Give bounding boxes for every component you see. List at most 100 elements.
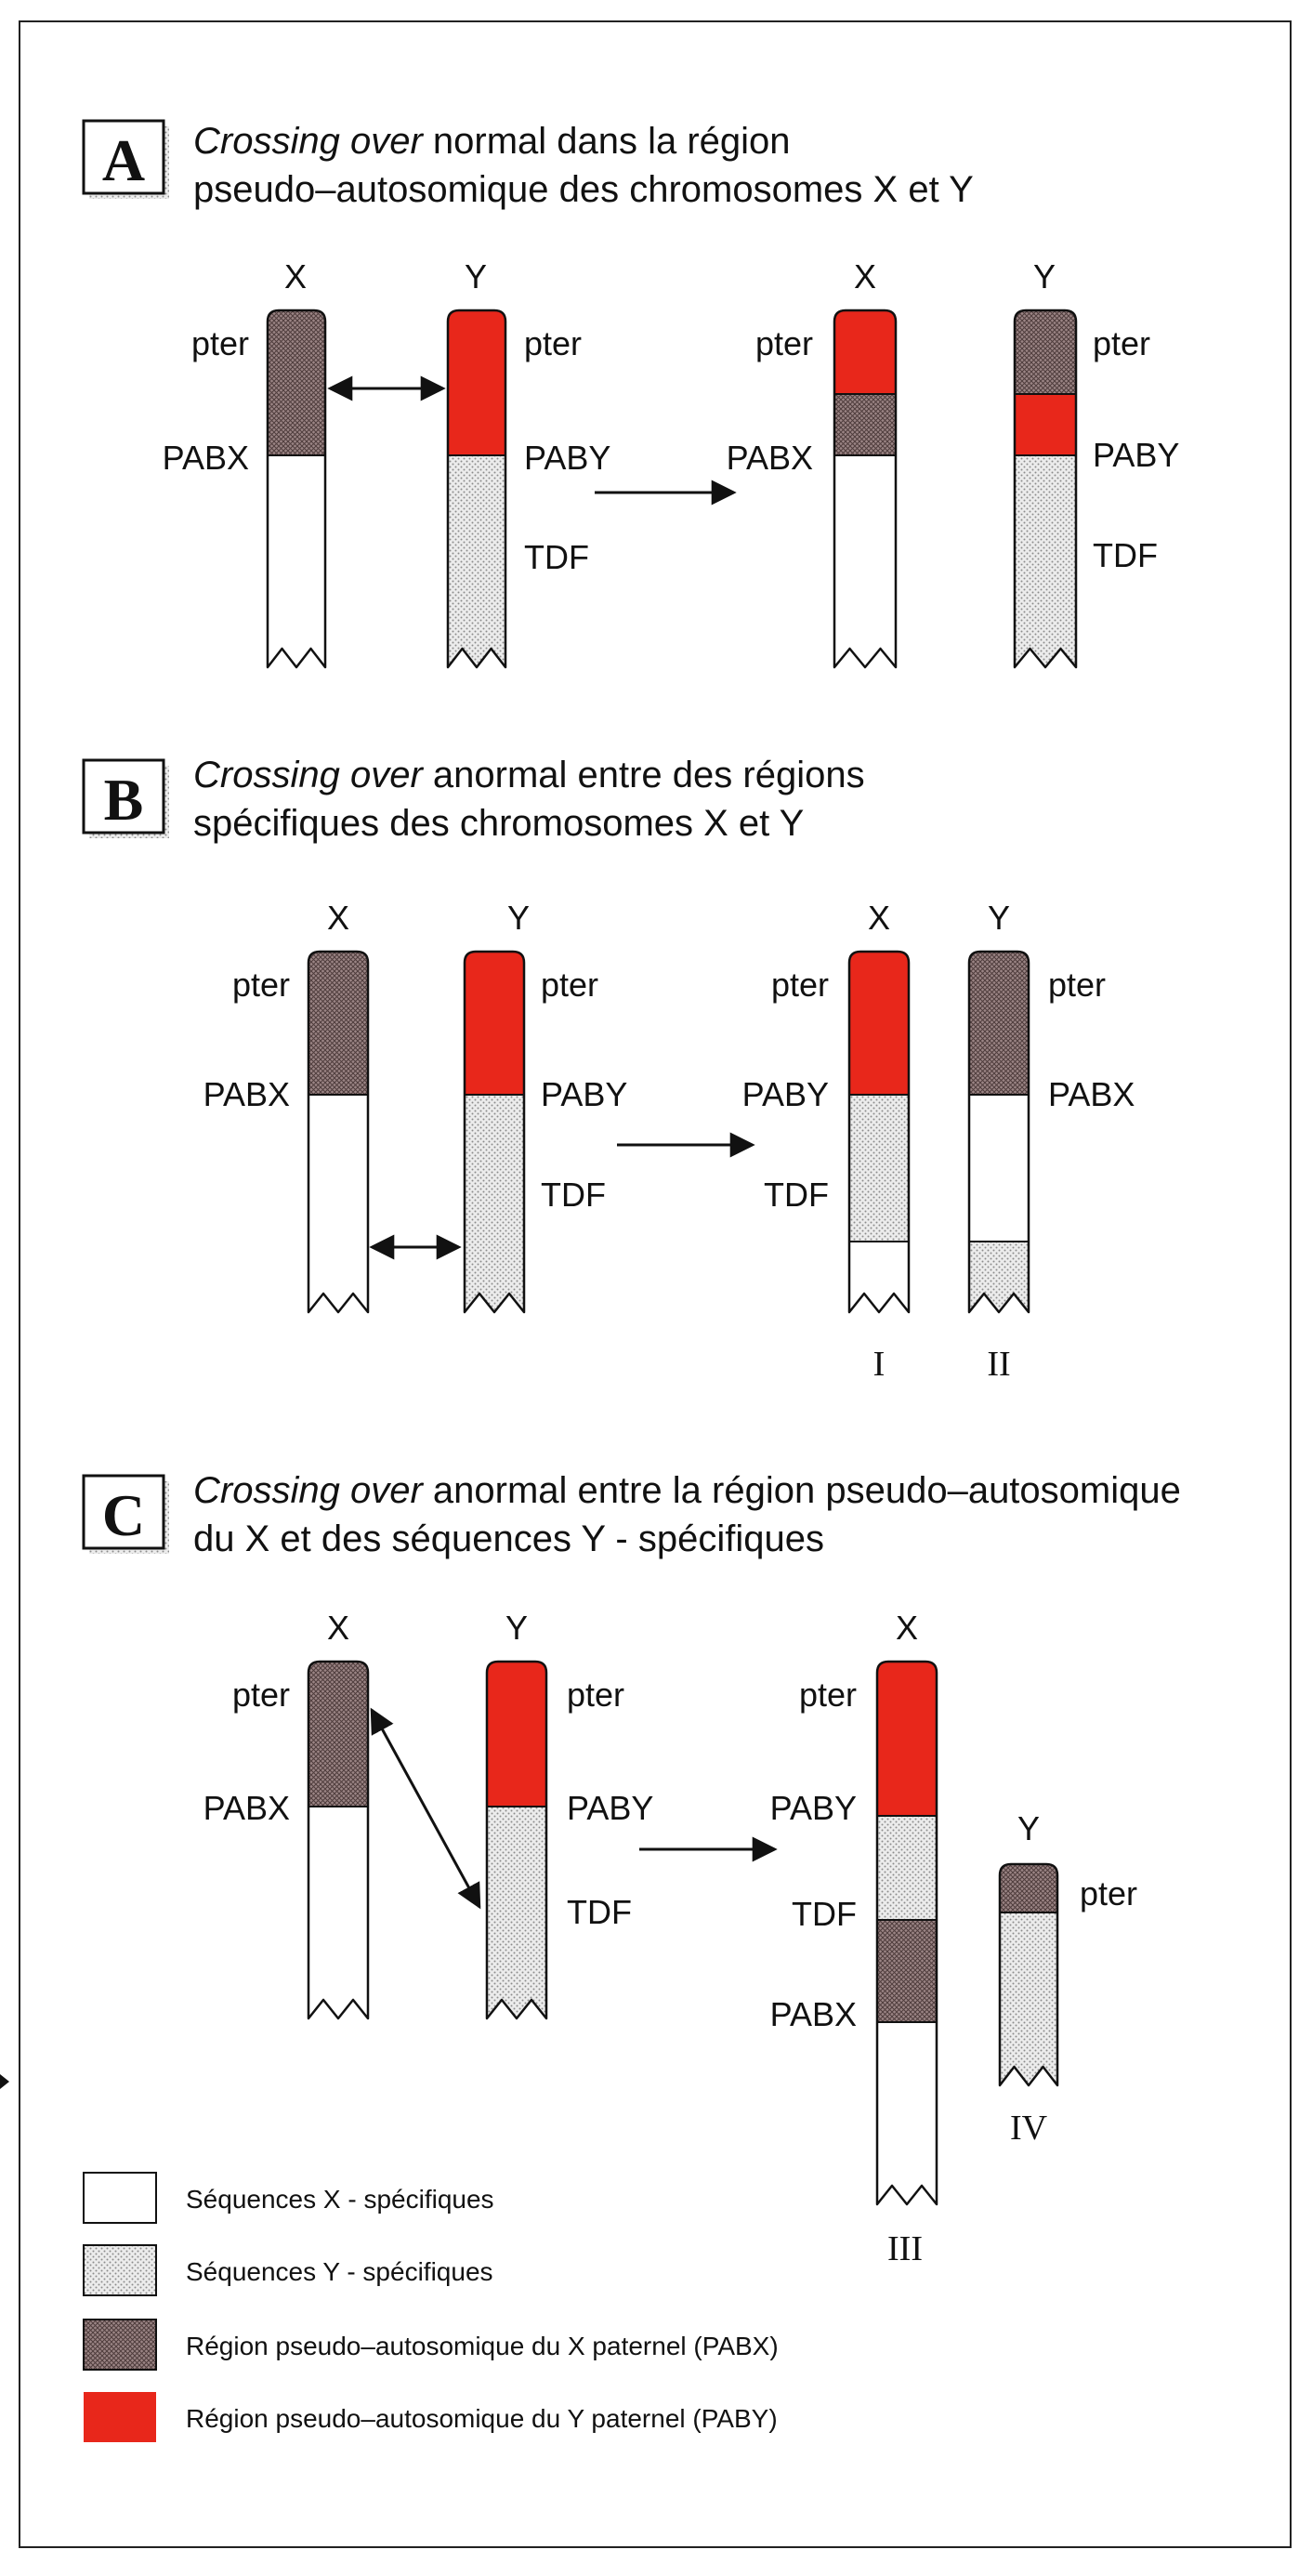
section-c-result-pabx-iii: PABX	[770, 1995, 857, 2033]
section-a-chromosome-x	[266, 309, 327, 669]
section-c-chromosome-x-segment-hatch	[308, 1662, 368, 1807]
legend-swatch-x-specific	[83, 2172, 157, 2224]
section-b-pter-x: pter	[232, 966, 290, 1004]
section-a-chromosome-y-segment-red	[448, 310, 505, 455]
section-b-x-label-left: X	[327, 899, 349, 937]
section-b-badge-letter: B	[104, 767, 144, 833]
section-a-result-pter-y: pter	[1093, 324, 1150, 362]
section-a-chromosome-x-outline	[266, 309, 327, 669]
section-c-chromosome-y-segment-red	[487, 1662, 546, 1807]
section-c-chromosome-x	[307, 1660, 370, 2020]
section-b-tdf-y: TDF	[541, 1176, 606, 1214]
section-b-result-pter-i: pter	[771, 966, 829, 1004]
section-c-tdf-y: TDF	[567, 1893, 632, 1931]
section-a-result-x	[833, 309, 898, 669]
legend-swatch-pabx-hatch	[83, 2319, 157, 2371]
section-b-chromosome-y-segment-dots	[465, 1095, 524, 1312]
section-b-product-i-label: I	[873, 1345, 886, 1384]
section-b-chromosome-x-segment-hatch	[308, 952, 368, 1095]
section-b-result-paby-i: PABY	[742, 1075, 829, 1113]
section-c-result-iii-outline	[875, 1660, 938, 2206]
section-a-result-x-segment-hatch	[834, 394, 896, 455]
section-a-result-x-segment-red	[834, 310, 896, 394]
section-a-title: Crossing over normal dans la région pseu…	[193, 117, 974, 214]
section-a-badge-box	[82, 119, 165, 195]
legend-swatch-paby-red	[84, 2392, 156, 2442]
section-a-chromosome-x-segment-hatch	[268, 310, 325, 455]
section-c-result-pter-iii: pter	[799, 1676, 857, 1714]
section-c-result-pter-iv: pter	[1080, 1874, 1137, 1912]
section-c-title-italic: Crossing over	[193, 1470, 423, 1511]
section-a-result-y-segment-hatch	[1015, 310, 1076, 394]
section-b-result-ii-segment-hatch	[969, 952, 1029, 1095]
section-a-result-y	[1013, 309, 1078, 669]
section-b-chromosome-x-segment-white	[308, 1095, 368, 1312]
section-a-result-paby-y: PABY	[1093, 436, 1179, 474]
section-c-pter-y: pter	[567, 1676, 624, 1714]
section-b-product-ii-label: II	[987, 1345, 1010, 1384]
section-c-paby-y: PABY	[567, 1789, 653, 1827]
legend-text-y-specific-dots: Séquences Y - spécifiques	[186, 2257, 493, 2286]
section-a-badge: A	[82, 119, 169, 199]
section-a-result-y-outline	[1013, 309, 1078, 669]
section-c-badge-letter: C	[102, 1482, 145, 1548]
section-b-chromosome-x-outline	[307, 950, 370, 1314]
section-b-pter-y: pter	[541, 966, 598, 1004]
section-b-chromosome-x	[307, 950, 370, 1314]
section-b-result-pter-ii: pter	[1048, 966, 1106, 1004]
section-c-title-rest: anormal entre la région pseudo–autosomiq…	[422, 1470, 1181, 1511]
section-c-result-iv-segment-dots	[1000, 1912, 1057, 2085]
section-c-chromosome-y	[485, 1660, 548, 2020]
section-c-chromosome-x-segment-white	[308, 1807, 368, 2018]
section-b-result-i-segment-white	[849, 1242, 909, 1312]
section-c-result-iii-segment-dots	[877, 1816, 937, 1920]
section-b-result-ii-segment-dots	[969, 1242, 1029, 1312]
section-a-y-label-right: Y	[1033, 257, 1056, 296]
section-a-title-italic: Crossing over	[193, 121, 423, 162]
section-c-title: Crossing over anormal entre la région ps…	[193, 1466, 1181, 1563]
section-a-result-y-segment-red	[1015, 394, 1076, 455]
legend-text-x-specific: Séquences X - spécifiques	[186, 2185, 494, 2214]
section-a-pter-x: pter	[191, 324, 249, 362]
section-c-chromosome-y-outline	[485, 1660, 548, 2020]
section-b-result-pabx-ii: PABX	[1048, 1075, 1135, 1113]
section-b-result-i-segment-dots	[849, 1095, 909, 1242]
section-a-pabx-x: PABX	[163, 439, 249, 477]
section-c-badge: C	[82, 1474, 169, 1554]
section-b-title: Crossing over anormal entre des régions …	[193, 751, 865, 848]
section-b-paby-y: PABY	[541, 1075, 627, 1113]
section-b-result-ii-segment-white	[969, 1095, 1029, 1242]
section-c-title-line2: du X et des séquences Y - spécifiques	[193, 1518, 824, 1559]
section-a-result-y-segment-dots	[1015, 455, 1076, 667]
section-b-chromosome-y-outline	[463, 950, 526, 1314]
section-b-result-i	[847, 950, 911, 1314]
section-b-title-rest: anormal entre des régions	[422, 755, 865, 795]
section-a-chromosome-x-segment-white	[268, 455, 325, 667]
section-a-result-x-segment-white	[834, 455, 896, 667]
section-b-pabx-x: PABX	[203, 1075, 290, 1113]
section-b-result-i-outline	[847, 950, 911, 1314]
section-b-title-line2: spécifiques des chromosomes X et Y	[193, 803, 805, 844]
section-a-y-label-left: Y	[465, 257, 487, 296]
section-b-result-tdf-i: TDF	[764, 1176, 829, 1214]
section-b-result-i-segment-red	[849, 952, 909, 1095]
section-b-x-label-right: X	[868, 899, 890, 937]
section-c-result-tdf-iii: TDF	[792, 1895, 857, 1933]
left-edge-marker	[0, 2074, 9, 2089]
section-a-chromosome-y-outline	[446, 309, 507, 669]
section-c-result-iv	[998, 1862, 1059, 2087]
section-c-product-iii-label: III	[887, 2229, 923, 2268]
section-b-chromosome-y	[463, 950, 526, 1314]
section-a-result-pabx-x: PABX	[727, 439, 813, 477]
section-b-badge-box	[82, 758, 165, 835]
section-b-chromosome-y-segment-red	[465, 952, 524, 1095]
section-c-y-label-left: Y	[505, 1609, 528, 1647]
section-b-result-ii	[967, 950, 1030, 1314]
section-b-y-label-left: Y	[507, 899, 530, 937]
section-b-result-ii-outline	[967, 950, 1030, 1314]
section-a-pter-y: pter	[524, 324, 582, 362]
section-a-chromosome-y	[446, 309, 507, 669]
legend-swatch-y-specific-dots	[83, 2244, 157, 2296]
section-a-chromosome-y-segment-dots	[448, 455, 505, 667]
